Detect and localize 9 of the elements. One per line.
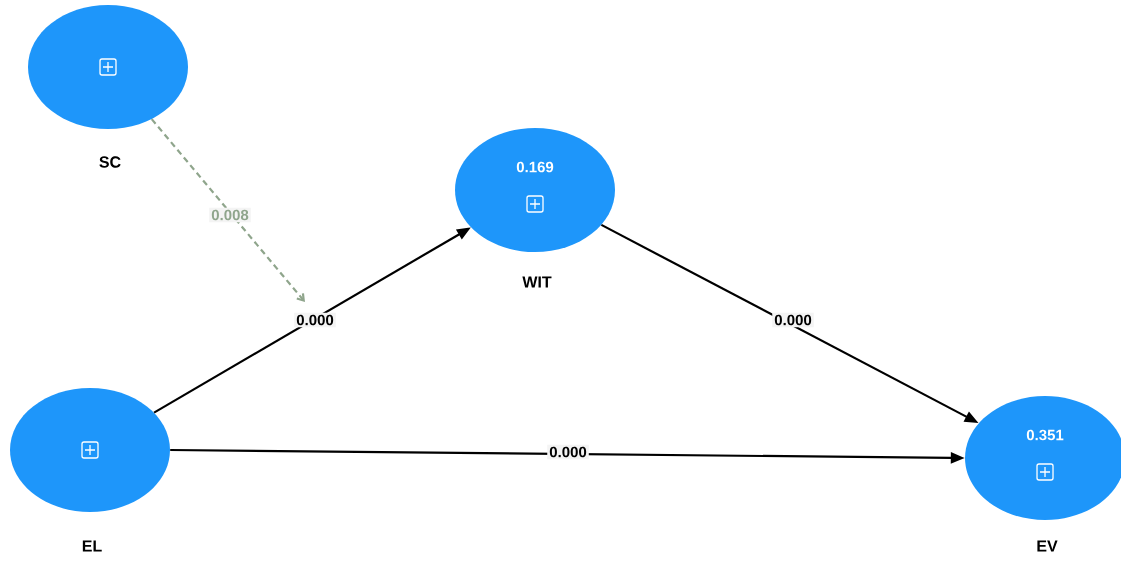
edge-label: 0.000 [547,444,589,460]
edge-label: 0.000 [294,312,336,328]
node-label: EV [1037,540,1058,552]
node-label: SC [99,156,121,168]
node-label: WIT [522,276,552,288]
arrow [150,118,305,302]
edge-label: 0.000 [772,312,814,328]
node-label: EL [82,540,102,552]
edge-label: 0.008 [209,207,251,223]
